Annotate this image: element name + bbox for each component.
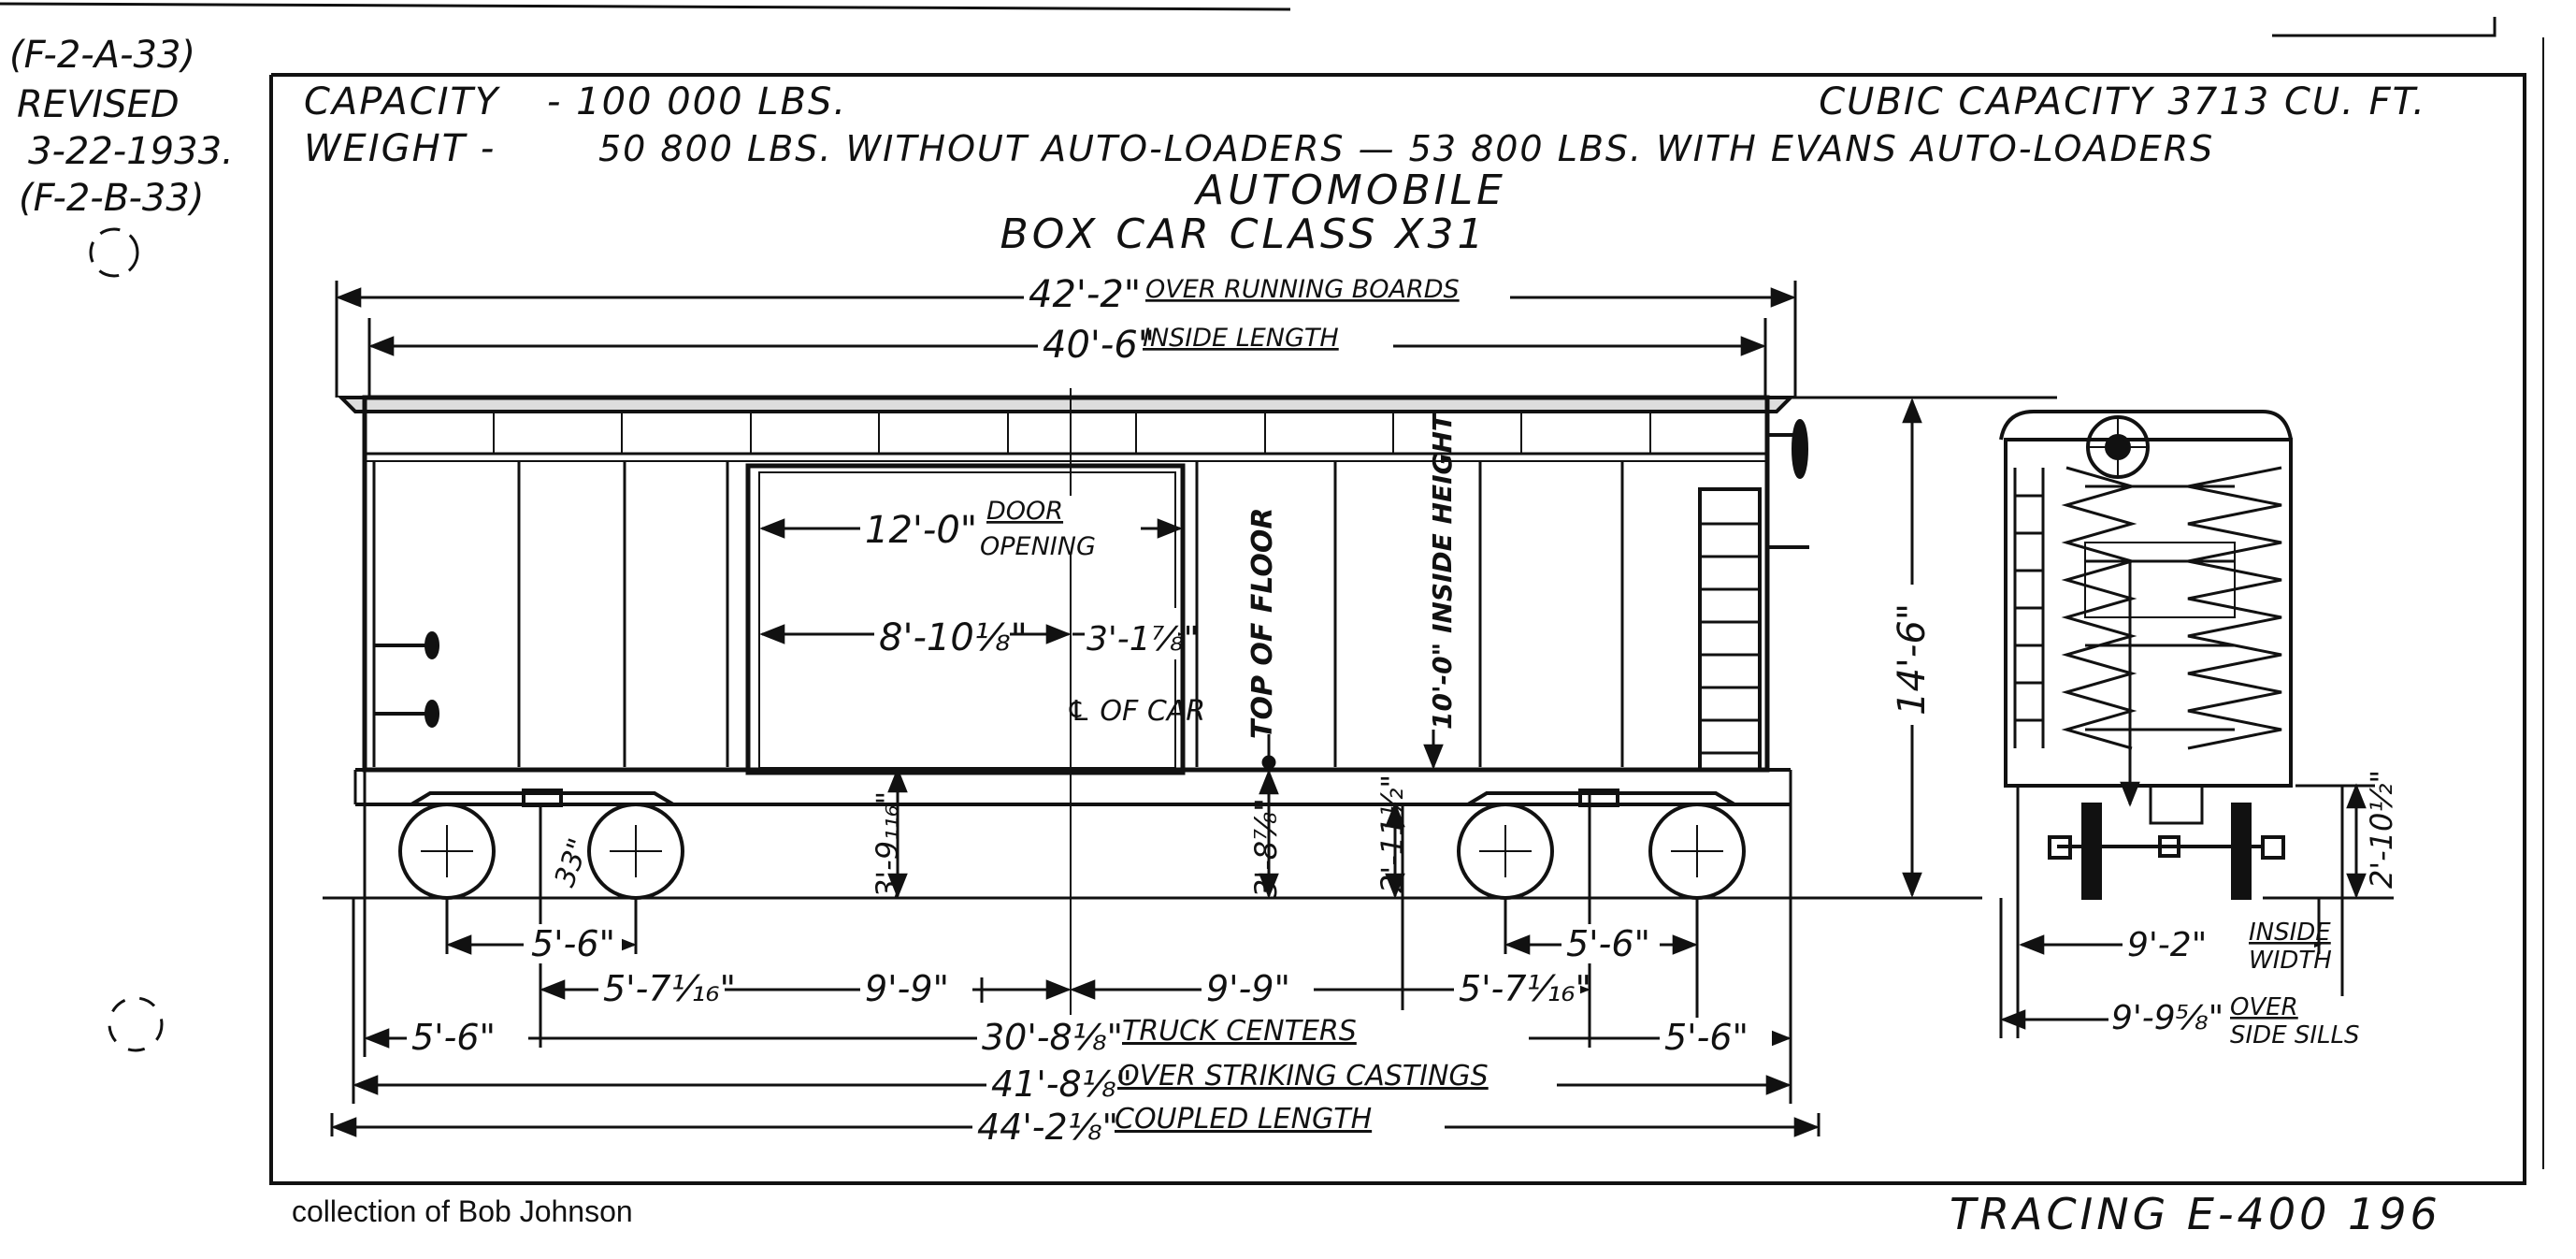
end-ladder [1698, 487, 1762, 772]
dim-height-1: 3'-9₁₁₆" [870, 791, 905, 898]
label-top-of-floor: TOP OF FLOOR [1246, 508, 1279, 740]
dim-over-striking-label: OVER STRIKING CASTINGS [1117, 1060, 1489, 1093]
dim-segment-1: 5'-7¹⁄₁₆" [603, 968, 736, 1009]
footer: collection of Bob Johnson TRACING E-400 … [292, 1189, 2441, 1239]
dim-end-height: 2'-10½" [2364, 770, 2399, 889]
dim-over-side-sills: 9'-9⅝" [2111, 999, 2223, 1037]
dim-over-running-boards-label: OVER RUNNING BOARDS [1145, 275, 1460, 304]
revised-date: 3-22-1933. [28, 130, 234, 173]
cubic-capacity: CUBIC CAPACITY 3713 CU. FT. [1819, 80, 2426, 123]
punch-hole-1 [89, 227, 139, 278]
car-side-elevation [337, 395, 1809, 806]
dim-wheelbase-left: 5'-6" [531, 923, 615, 964]
weight-label: WEIGHT - [304, 127, 496, 170]
side-posts [372, 461, 1624, 767]
end-view-brake-wheel [2086, 415, 2150, 479]
dim-over-side-sills-label-2: SIDE SILLS [2230, 1021, 2360, 1049]
margin-notes: (F-2-A-33) REVISED 3-22-1933. (F-2-B-33) [9, 34, 234, 1052]
end-view-ladder [2013, 468, 2045, 748]
dim-segment-4: 5'-7¹⁄₁₆" [1459, 968, 1591, 1009]
dim-centerline: ℄ OF CAR [1066, 695, 1205, 728]
dim-segment-2: 9'-9" [865, 968, 949, 1009]
dim-inside-width: 9'-2" [2127, 926, 2207, 964]
label-mask-1 [1024, 267, 1510, 313]
dim-end-left: 5'-6" [411, 1017, 496, 1058]
dim-inside-width-label-2: WIDTH [2249, 947, 2332, 975]
header-specs: CAPACITY - 100 000 LBS. CUBIC CAPACITY 3… [304, 80, 2426, 170]
dim-inside-width-label-1: INSIDE [2249, 919, 2331, 947]
end-view-wheelset [2048, 803, 2285, 900]
drawing-title: AUTOMOBILE BOX CAR CLASS X31 [1000, 166, 1506, 258]
bottom-dimension-labels: 5'-6" 5'-6" 5'-7¹⁄₁₆" 9'-9" 9'-9" 5'-7¹⁄… [407, 923, 1772, 1149]
dim-height-2: 3'-8⅞" [1248, 798, 1284, 898]
top-dimension-labels: 42'-2" OVER RUNNING BOARDS 40'-6" INSIDE… [1024, 267, 1510, 367]
door-dimension-labels: 12'-0" DOOR OPENING 8'-10⅛" 3'-1⅞" ℄ OF … [860, 496, 1205, 728]
title-line-2: BOX CAR CLASS X31 [1000, 210, 1488, 258]
capacity-label: CAPACITY [304, 80, 501, 123]
dim-coupled-length: 44'-2⅛" [977, 1107, 1118, 1148]
wheel-centerlines [421, 825, 1723, 877]
end-body [2004, 438, 2293, 788]
sheet-border [0, 2, 2544, 1185]
capacity-value: - 100 000 LBS. [547, 80, 847, 123]
dim-coupled-length-label: COUPLED LENGTH [1115, 1103, 1372, 1136]
ref-code-2: (F-2-B-33) [19, 177, 204, 220]
dim-segment-3: 9'-9" [1206, 968, 1290, 1009]
label-mask-2 [1038, 318, 1393, 361]
dim-door-left: 8'-10⅛" [879, 616, 1028, 659]
dim-inside-length-label: INSIDE LENGTH [1143, 324, 1339, 353]
dim-end-right: 5'-6" [1664, 1017, 1749, 1058]
dim-over-side-sills-label-1: OVER [2230, 993, 2298, 1021]
wheels [398, 803, 1746, 900]
tracing-number: TRACING E-400 196 [1950, 1189, 2441, 1239]
height-dimension-label: 14'-6" [1887, 585, 1938, 725]
ref-code-1: (F-2-A-33) [9, 34, 195, 77]
dim-truck-centers-label: TRUCK CENTERS [1122, 1015, 1357, 1048]
grab-irons [374, 631, 439, 728]
dim-door-label-1: DOOR [986, 497, 1063, 526]
dim-inside-length: 40'-6" [1043, 324, 1155, 367]
revised-label: REVISED [17, 83, 180, 126]
dim-overall-height: 14'-6" [1891, 603, 1934, 716]
credit-text: collection of Bob Johnson [292, 1194, 633, 1228]
dim-height-3: 2'-11½" [1374, 774, 1410, 893]
car-end-elevation [1999, 410, 2293, 900]
door-opening [745, 463, 1186, 775]
truck-frames [410, 789, 1736, 807]
roof-panels [493, 412, 1651, 454]
title-line-1: AUTOMOBILE [1193, 166, 1506, 214]
dim-wheelbase-right: 5'-6" [1566, 923, 1650, 964]
dim-door-label-2: OPENING [980, 532, 1096, 561]
brake-wheel [1767, 419, 1809, 549]
end-corrugations [2061, 466, 2282, 750]
punch-hole-2 [108, 996, 164, 1052]
dim-over-running-boards: 42'-2" [1029, 273, 1141, 316]
dim-over-striking: 41'-8⅛" [991, 1064, 1132, 1105]
label-inside-height: 10'-0" INSIDE HEIGHT [1427, 412, 1458, 730]
dim-door-right: 3'-1⅞" [1087, 620, 1199, 658]
end-view-dimension-labels: 9'-2" INSIDE WIDTH 9'-9⅝" OVER SIDE SILL… [2108, 770, 2399, 1049]
dim-door-opening: 12'-0" [865, 509, 977, 552]
weight-value: 50 800 LBS. WITHOUT AUTO-LOADERS — 53 80… [598, 128, 2214, 169]
dim-truck-centers: 30'-8⅛" [982, 1017, 1123, 1058]
